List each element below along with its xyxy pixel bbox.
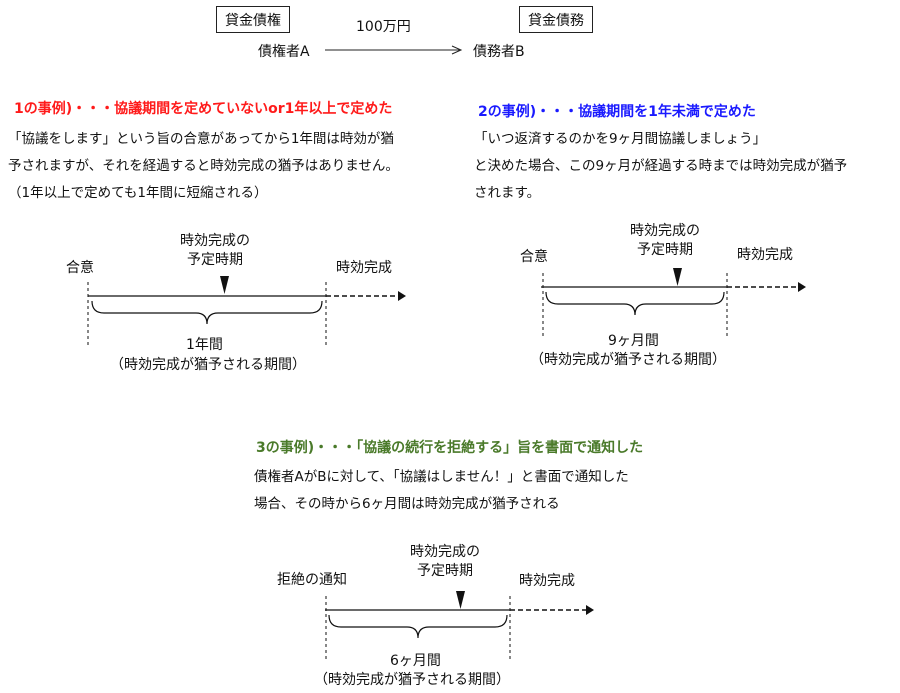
- loan-claim-box: 貸金債権: [216, 6, 290, 33]
- case3-period: 6ヶ月間: [390, 653, 441, 669]
- case2-scheduled-line1: 時効完成の: [630, 223, 700, 239]
- case2-marker-icon: [673, 268, 682, 286]
- loan-amount: 100万円: [356, 19, 411, 35]
- case2-start-label: 合意: [520, 249, 548, 265]
- case1-heading: 1の事例)・・・協議期間を定めていないor1年以上で定めた: [14, 101, 393, 117]
- case1-period: 1年間: [186, 337, 223, 353]
- case2-scheduled-line2: 予定時期: [637, 242, 693, 258]
- case1-period-note: （時効完成が猶予される期間）: [110, 357, 306, 373]
- case1-scheduled-line2: 予定時期: [187, 252, 243, 268]
- case1-scheduled-label: 時効完成の 予定時期: [180, 232, 250, 270]
- case3-line: 場合、その時から6ヶ月間は時効完成が猶予される: [254, 496, 560, 512]
- case2-line: されます。: [474, 185, 541, 201]
- case1-marker-icon: [220, 276, 229, 294]
- case1-timeline: [87, 276, 406, 348]
- case1-line: 予されますが、それを経過すると時効完成の猶予はありません。: [8, 158, 399, 174]
- case3-end-label: 時効完成: [519, 573, 575, 589]
- case1-scheduled-line1: 時効完成の: [180, 233, 250, 249]
- creditor-label: 債権者A: [258, 44, 310, 60]
- case3-scheduled-line1: 時効完成の: [410, 544, 480, 560]
- case2-brace: [545, 291, 725, 316]
- case1-line: 「協議をします」という旨の合意があってから1年間は時効が猶: [8, 131, 394, 147]
- case3-scheduled-line2: 予定時期: [417, 563, 473, 579]
- case3-scheduled-label: 時効完成の 予定時期: [410, 543, 480, 581]
- case2-heading: 2の事例)・・・協議期間を1年未満で定めた: [478, 104, 756, 120]
- case2-end-label: 時効完成: [737, 247, 793, 263]
- case3-heading: 3の事例)・・・「協議の続行を拒絶する」旨を書面で通知した: [256, 440, 644, 456]
- case3-brace: [328, 614, 508, 639]
- case2-description: 「いつ返済するのかを9ヶ月間協議しましょう」 と決めた場合、この9ヶ月が経過する…: [474, 126, 847, 207]
- debtor-label: 債務者B: [473, 44, 525, 60]
- case3-marker-icon: [456, 591, 465, 609]
- case1-start-label: 合意: [66, 260, 94, 276]
- case3-start-label: 拒絶の通知: [277, 572, 347, 588]
- case1-brace: [91, 300, 323, 325]
- case2-period: 9ヶ月間: [608, 333, 659, 349]
- case1-description: 「協議をします」という旨の合意があってから1年間は時効が猶 予されますが、それを…: [8, 126, 399, 207]
- case2-line: 「いつ返済するのかを9ヶ月間協議しましょう」: [474, 131, 767, 147]
- case2-timeline: [541, 268, 806, 336]
- loan-debt-box: 貸金債務: [519, 6, 593, 33]
- case1-line: （1年以上で定めても1年間に短縮される）: [8, 185, 268, 201]
- loan-arrow: [325, 45, 463, 55]
- case3-period-note: （時効完成が猶予される期間）: [314, 672, 510, 688]
- case3-timeline: [325, 591, 594, 662]
- case3-line: 債権者AがBに対して、「協議はしません！」と書面で通知した: [254, 469, 629, 485]
- case2-period-note: （時効完成が猶予される期間）: [530, 352, 726, 368]
- case2-scheduled-label: 時効完成の 予定時期: [630, 222, 700, 260]
- case3-description: 債権者AがBに対して、「協議はしません！」と書面で通知した 場合、その時から6ヶ…: [254, 464, 629, 518]
- case2-line: と決めた場合、この9ヶ月が経過する時までは時効完成が猶予: [474, 158, 848, 174]
- case1-end-label: 時効完成: [336, 260, 392, 276]
